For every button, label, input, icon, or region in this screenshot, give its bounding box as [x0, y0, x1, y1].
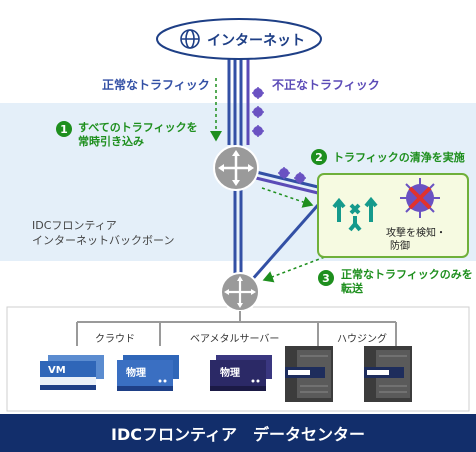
physical-label-2: 物理 — [220, 368, 240, 379]
step2-label: トラフィックの清浄を実施 — [333, 151, 465, 164]
footer-bar — [0, 414, 476, 452]
physical-label-1: 物理 — [126, 368, 146, 379]
detect-line2: 防御 — [390, 241, 410, 252]
step-number-circles — [56, 121, 334, 286]
router-icon-lower — [220, 272, 260, 312]
step-arrows — [210, 78, 331, 283]
legit-traffic-label: 正常なトラフィック — [102, 78, 210, 92]
step1-line2: 常時引き込み — [78, 135, 144, 148]
step1-line1: すべてのトラフィックを — [78, 121, 198, 134]
backbone-label: IDCフロンティア インターネットバックボーン — [32, 218, 174, 248]
illegit-traffic-label: 不正なトラフィック — [272, 78, 380, 92]
step3-number: 3 — [322, 272, 330, 285]
backbone-line2: インターネットバックボーン — [32, 234, 175, 247]
datacenter-network-lines — [76, 311, 397, 346]
physical-server-icon-1 — [117, 355, 179, 391]
step1-number: 1 — [60, 123, 68, 136]
step3-line2: 転送 — [341, 282, 363, 295]
vm-server-icon — [40, 355, 104, 390]
housing-rack-icon-1 — [285, 346, 333, 402]
backbone-line1: IDCフロンティア — [32, 219, 117, 232]
datacenter-footer-title: IDCフロンティア データセンター — [110, 425, 366, 444]
globe-icon — [180, 29, 200, 49]
filter-arrows-icon — [332, 196, 378, 232]
step3-line1: 正常なトラフィックのみを — [341, 268, 473, 281]
step2-number: 2 — [315, 151, 323, 164]
router-to-scrubber-lines — [248, 170, 320, 283]
blocked-malware-icon — [400, 178, 440, 218]
step3-label: 正常なトラフィックのみを 転送 — [341, 268, 473, 296]
category-housing: ハウジング — [337, 334, 387, 345]
detect-defend-label: 攻撃を検知・ 防御 — [386, 227, 446, 253]
vm-label: VM — [48, 365, 66, 376]
internet-label: インターネット — [207, 33, 305, 49]
detect-line1: 攻撃を検知・ — [386, 228, 446, 239]
router-icon — [213, 145, 259, 191]
category-baremetal: ベアメタルサーバー — [190, 334, 280, 345]
malware-bug-icons — [252, 87, 306, 184]
physical-server-icon-2 — [210, 355, 272, 391]
internet-cloud — [156, 18, 322, 60]
housing-rack-icon-2 — [364, 346, 412, 402]
step1-label: すべてのトラフィックを 常時引き込み — [78, 121, 198, 149]
category-cloud: クラウド — [95, 334, 135, 345]
